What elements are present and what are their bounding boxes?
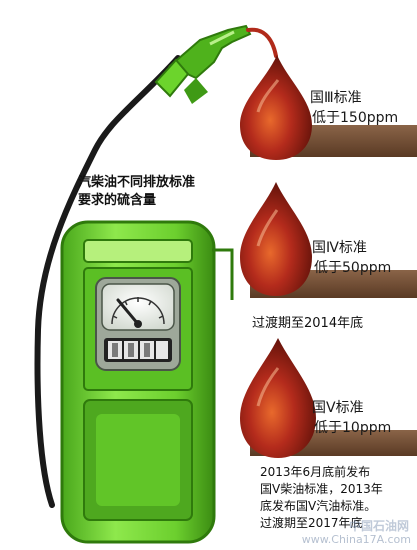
fuel-nozzle-icon — [154, 24, 252, 104]
gauge-icon — [95, 277, 181, 371]
heading-line-2: 要求的硫含量 — [78, 193, 157, 208]
footnote: 2013年6月底前发布 国Ⅴ柴油标准，2013年 底发布国Ⅴ汽油标准。 过渡期至… — [260, 464, 383, 532]
chart-heading: 汽柴油不同排放标准 要求的硫含量 — [78, 174, 195, 210]
standard-label-2: 国Ⅳ标准 低于50ppm — [312, 238, 391, 278]
oil-drop-icon — [240, 55, 312, 160]
heading-line-1: 汽柴油不同排放标准 — [78, 175, 196, 190]
oil-drop-icon — [240, 182, 312, 296]
standard-name: 国Ⅴ标准 — [312, 400, 364, 416]
standard-limit: 低于10ppm — [314, 420, 392, 436]
standard-label-1: 国Ⅲ标准 低于150ppm — [310, 88, 398, 128]
footnote-line-3: 底发布国Ⅴ汽油标准。 — [260, 499, 377, 513]
fuel-stream — [246, 27, 278, 58]
standard-name: 国Ⅲ标准 — [310, 90, 362, 106]
standard-limit: 低于50ppm — [314, 260, 392, 276]
footnote-line-1: 2013年6月底前发布 — [260, 465, 371, 479]
standard-limit: 低于150ppm — [312, 110, 399, 126]
standard-note: 过渡期至2014年底 — [252, 316, 364, 331]
watermark-site: www.China17A.com — [301, 533, 411, 546]
footnote-line-4: 过渡期至2017年底 — [260, 516, 363, 530]
fuel-hose — [34, 55, 181, 508]
watermark-brand: 中国石油网 — [348, 519, 409, 533]
standard-name: 国Ⅳ标准 — [312, 240, 367, 256]
standard-label-3: 国Ⅴ标准 低于10ppm — [312, 398, 391, 438]
oil-drop-icon — [240, 338, 316, 458]
fuel-pump-icon — [60, 220, 234, 544]
footnote-line-2: 国Ⅴ柴油标准，2013年 — [260, 482, 383, 496]
